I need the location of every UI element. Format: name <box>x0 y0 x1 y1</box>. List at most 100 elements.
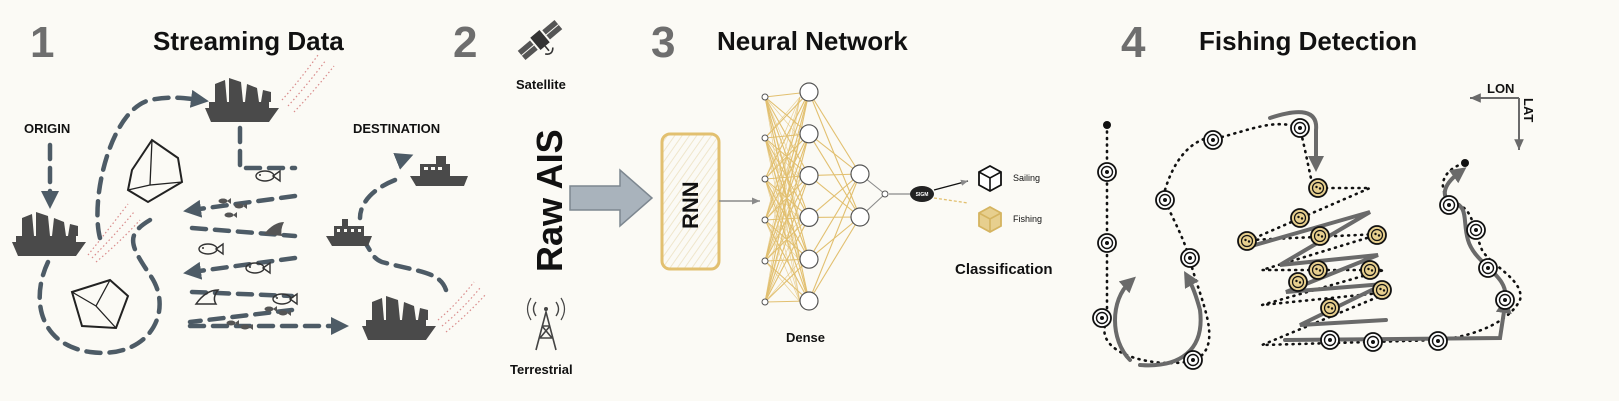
fishing-point <box>1367 225 1387 245</box>
fishing-point <box>1360 260 1380 280</box>
trajectory-path-right <box>1249 161 1522 347</box>
step-1-number: 1 <box>30 18 54 67</box>
step-4-number: 4 <box>1121 18 1146 67</box>
zigzag-route-4 <box>183 255 298 280</box>
rnn-block: RNN <box>660 132 721 271</box>
destination-signal-icon <box>437 281 487 333</box>
cargo-ship-icon <box>410 156 468 186</box>
fish-icon <box>255 170 281 182</box>
step-4-title: Fishing Detection <box>1199 26 1417 56</box>
input-neuron <box>761 134 769 142</box>
classification-label: Classification <box>955 261 1053 278</box>
sailing-point <box>1290 118 1310 138</box>
zigzag-route-2 <box>183 193 298 218</box>
sailing-point <box>1439 195 1459 215</box>
sailing-point <box>1363 332 1383 352</box>
step-1-title: Streaming Data <box>153 26 344 56</box>
route-to-cargo <box>393 152 414 170</box>
network-edge <box>764 96 801 139</box>
small-fish-icon <box>224 212 237 218</box>
zigzag-route-3 <box>189 225 298 239</box>
sigm-label: SIGM <box>916 192 929 198</box>
input-neuron <box>761 298 769 306</box>
sailing-point <box>1155 190 1175 210</box>
network-edge <box>764 96 801 303</box>
input-neuron <box>761 93 769 101</box>
trajectory-path-left <box>1103 122 1315 365</box>
network-edge <box>808 173 861 260</box>
satellite-label: Satellite <box>516 77 566 92</box>
entry-arrow <box>1268 110 1324 172</box>
fishing-point <box>1290 208 1310 228</box>
lon-lat-axes-icon <box>1470 93 1524 150</box>
network-edge <box>764 96 801 221</box>
antenna-tower-icon <box>526 297 566 351</box>
sailing-point <box>1478 258 1498 278</box>
trajectory-start-marker <box>1103 121 1111 129</box>
network-edge <box>808 133 861 175</box>
network-edges <box>764 91 886 303</box>
network-edge <box>808 173 861 218</box>
destination-ship-icon <box>362 296 436 340</box>
network-edge <box>764 137 801 303</box>
network-edge <box>764 178 801 303</box>
sailing-point <box>1097 162 1117 182</box>
trajectory-end-marker <box>1461 159 1469 167</box>
destination-label: DESTINATION <box>353 121 440 136</box>
sailing-point <box>1466 220 1486 240</box>
dense-neuron <box>799 291 819 311</box>
raw-ais-label: Raw AIS <box>529 129 570 272</box>
dense-label: Dense <box>786 330 825 345</box>
route-to-top-ship <box>95 89 209 241</box>
network-edge <box>764 91 810 221</box>
dense-neuron <box>850 207 870 227</box>
iceberg-icon-2 <box>70 278 130 330</box>
dense-neuron <box>799 124 819 144</box>
fishing-point <box>1308 260 1328 280</box>
sailing-point <box>1203 130 1223 150</box>
loop-arrow-mid <box>1138 271 1203 368</box>
network-edge <box>808 91 861 175</box>
route-cargo-lower <box>359 235 449 293</box>
input-neuron <box>761 175 769 183</box>
lat-label: LAT <box>1521 98 1536 122</box>
network-edge <box>764 217 810 303</box>
route-cargo-upper <box>357 177 398 221</box>
network-edge <box>764 175 810 303</box>
satellite-icon <box>517 19 563 61</box>
loop-arrow-left <box>1113 276 1136 362</box>
dense-neuron <box>799 207 819 227</box>
sailing-point <box>1097 233 1117 253</box>
streaming-data-panel: ORIGIN DESTINATION <box>12 54 487 356</box>
zigzag-route-6 <box>187 307 295 325</box>
sailing-point <box>1428 331 1448 351</box>
to-fishing-arrow <box>933 197 969 204</box>
cube-icon-fishing <box>978 205 1002 234</box>
fishing-point <box>1237 231 1257 251</box>
network-edge <box>808 133 861 218</box>
input-neuron <box>761 257 769 265</box>
fishing-point <box>1372 280 1392 300</box>
step-2-number: 2 <box>453 18 477 67</box>
fishing-detection-panel: LON LAT <box>1092 81 1536 370</box>
sailing-point <box>1180 248 1200 268</box>
dense-neuron <box>850 164 870 184</box>
origin-label: ORIGIN <box>24 121 70 136</box>
network-edge <box>764 96 801 262</box>
sigm-node: SIGM <box>910 186 934 202</box>
cube-icon <box>978 164 1002 193</box>
zigzag-arrow <box>1253 210 1388 327</box>
step-3-title: Neural Network <box>717 26 908 56</box>
zigzag-route-1 <box>237 125 298 171</box>
exit-arrow <box>1283 297 1512 342</box>
output-class-fishing: Fishing <box>1013 214 1042 224</box>
network-edge <box>808 216 861 302</box>
iceberg-icon <box>126 138 184 204</box>
origin-loop-route <box>37 217 162 356</box>
network-edge <box>764 96 801 180</box>
origin-ship-icon <box>12 212 86 256</box>
lon-label: LON <box>1487 81 1514 96</box>
top-signal-icon <box>281 54 335 113</box>
